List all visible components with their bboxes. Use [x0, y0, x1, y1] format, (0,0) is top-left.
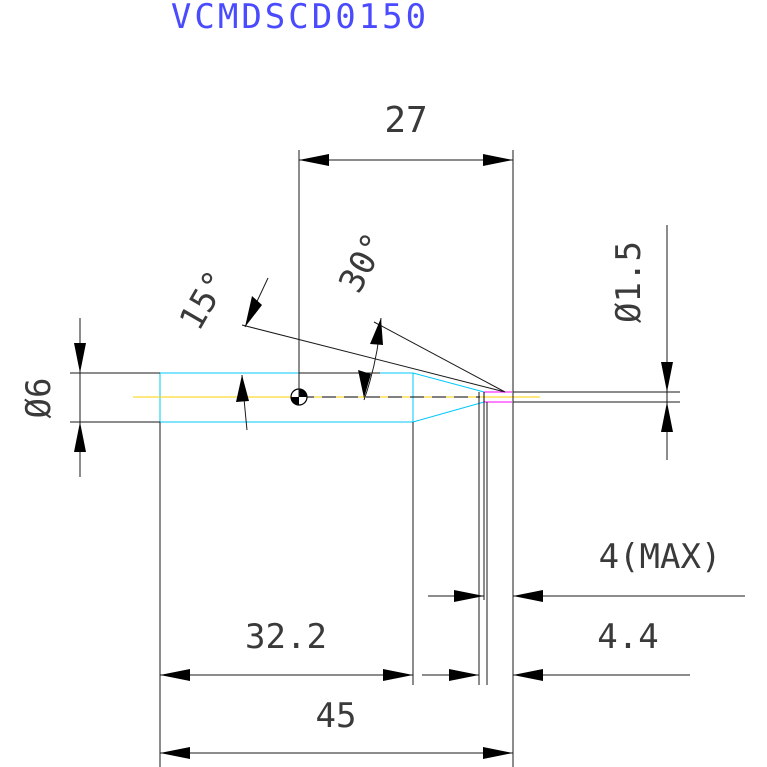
dim-overall-length: [160, 747, 513, 759]
dim-angle-30: [299, 317, 506, 401]
dim-tip-diameter: [513, 225, 680, 460]
dim-overall-length-label: 45: [316, 696, 357, 736]
dim-body-length: [159, 422, 414, 767]
dim-flat-max: [428, 590, 745, 602]
dim-flat: [422, 669, 690, 681]
dim-27: [298, 150, 514, 767]
dim-27-label: 27: [384, 100, 427, 141]
dim-angle-15: [236, 277, 506, 431]
part-number-title: VCMDSCD0150: [171, 0, 429, 37]
flat-extension-lines: [478, 392, 488, 685]
dim-angle-15-label: 15°: [172, 264, 237, 337]
dim-angle-30-label: 30°: [331, 226, 395, 299]
dim-shank-diameter: [70, 318, 160, 477]
dim-tip-diameter-label: Ø1.5: [609, 241, 649, 323]
dim-body-length-label: 32.2: [245, 617, 327, 657]
dim-shank-diameter-label: Ø6: [19, 378, 59, 419]
dim-flat-max-label: 4(MAX): [599, 537, 722, 577]
tip-accent: [483, 391, 512, 403]
dim-flat-label: 4.4: [597, 617, 658, 657]
